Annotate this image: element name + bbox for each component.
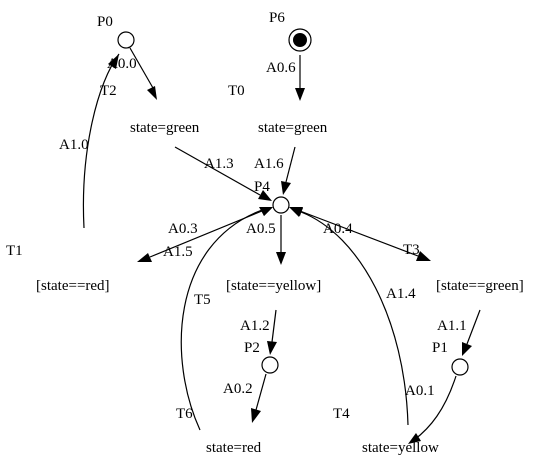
arc-a1-0-head: [108, 54, 119, 69]
arc-a1-0: [82, 53, 120, 229]
place-p0: [117, 31, 135, 49]
transition-label-t0: state=green: [258, 120, 328, 136]
arc-a0-1: [413, 375, 457, 441]
place-label-p2: P2: [244, 340, 260, 356]
arc-label-a1-1: A1.1: [437, 318, 467, 334]
place-p1: [451, 358, 469, 376]
place-label-p0: P0: [97, 14, 113, 30]
arc-a1-1-head: [462, 342, 472, 356]
arc-label-a1-5: A1.5: [163, 244, 193, 260]
arc-a1-5-head-out: [137, 253, 152, 262]
arc-label-a0-4: A0.4: [323, 221, 353, 237]
arc-label-a1-6: A1.6: [254, 156, 284, 172]
arc-a0-2-head: [251, 408, 261, 423]
place-p6-token: [293, 33, 307, 47]
arc-label-a0-6: A0.6: [266, 60, 296, 76]
arc-a0-5-head: [276, 252, 286, 265]
arc-a1-6-head: [281, 181, 291, 195]
transition-label-t2: state=green: [130, 120, 200, 136]
arc-label-a0-0: A0.0: [107, 56, 137, 72]
transition-label-t6: state=red: [206, 440, 262, 456]
arc-a1-4-head: [289, 207, 303, 217]
arc-a0-6-head: [295, 88, 305, 101]
arc-label-a1-2: A1.2: [240, 318, 270, 334]
place-p2: [261, 356, 279, 374]
transition-name-t5: T5: [194, 292, 211, 308]
arc-a0-0: [129, 47, 154, 89]
arc-label-a0-1: A0.1: [405, 383, 435, 399]
transition-name-t6: T6: [176, 406, 193, 422]
arc-a0-2: [255, 373, 267, 411]
arc-label-a1-3: A1.3: [204, 156, 234, 172]
place-label-p4: P4: [254, 179, 270, 195]
arc-a1-3: [174, 146, 261, 196]
place-label-p6: P6: [269, 10, 285, 26]
arc-label-a0-2: A0.2: [223, 381, 253, 397]
transition-label-t1: [state==red]: [36, 278, 110, 294]
arc-a0-4: [299, 210, 419, 257]
arc-t6-to-p4-head: [259, 207, 273, 216]
arc-label-a1-0: A1.0: [59, 137, 89, 153]
transition-name-t1: T1: [6, 243, 23, 259]
arc-a1-2-head: [267, 341, 277, 355]
arc-a0-4-head-out: [416, 251, 431, 261]
transition-name-t2: T2: [100, 83, 117, 99]
arc-label-a0-5: A0.5: [246, 221, 276, 237]
arc-a1-4: [300, 211, 409, 426]
arc-a1-6: [285, 146, 296, 183]
arc-a0-1-head: [408, 433, 421, 444]
transition-label-t5: [state==yellow]: [226, 278, 321, 294]
place-label-p1: P1: [432, 340, 448, 356]
arc-label-a0-3: A0.3: [168, 221, 198, 237]
transition-name-t3: T3: [403, 242, 420, 258]
arc-a1-3-head: [258, 190, 272, 201]
arc-a1-1: [466, 309, 481, 345]
arc-a1-2: [271, 309, 277, 343]
arc-a0-0-head: [147, 86, 157, 100]
transition-label-t4: state=yellow: [362, 440, 439, 456]
place-p4: [272, 196, 290, 214]
transition-name-t0: T0: [228, 83, 245, 99]
transition-name-t4: T4: [333, 406, 350, 422]
arc-label-a1-4: A1.4: [386, 286, 416, 302]
arc-t6-to-p4: [180, 209, 263, 431]
transition-label-t3: [state==green]: [436, 278, 524, 294]
